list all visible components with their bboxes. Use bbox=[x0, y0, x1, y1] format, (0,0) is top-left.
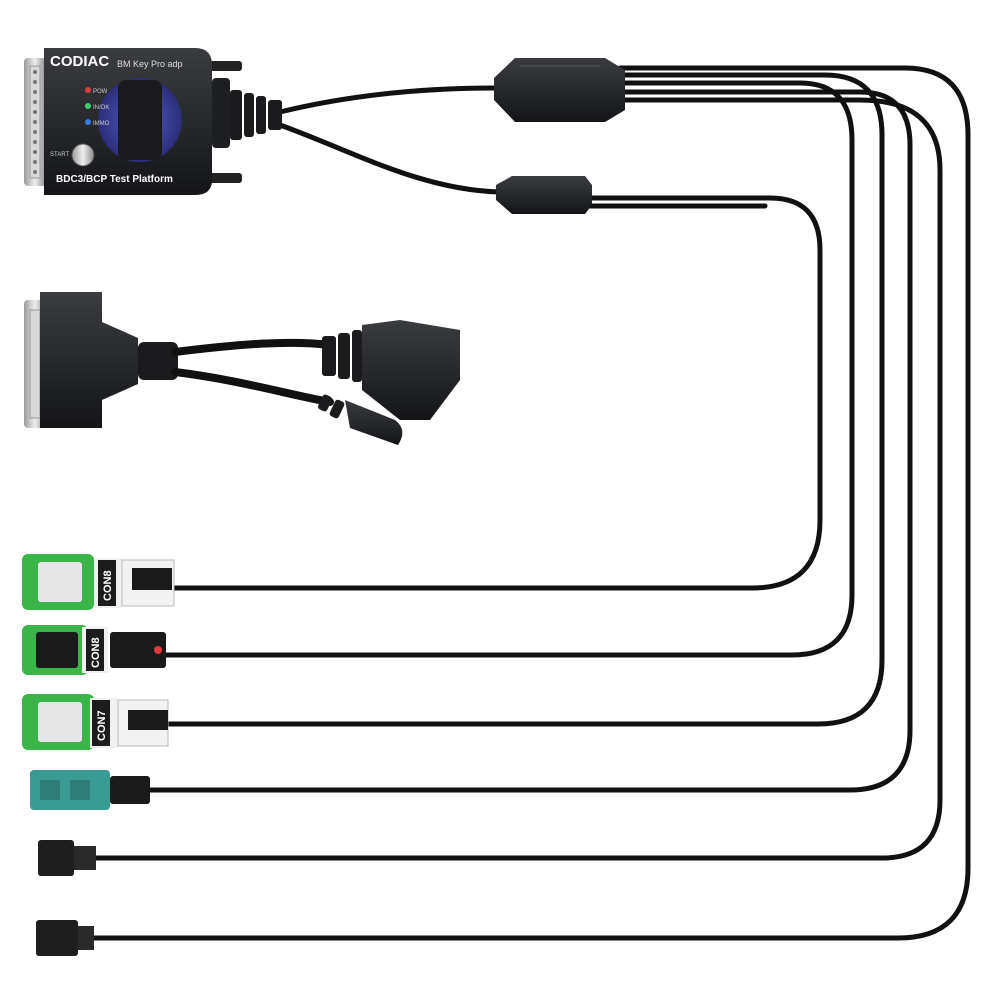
cable-adapter-to-splitter-upper bbox=[277, 85, 498, 115]
led-label-immo: IMMO bbox=[93, 121, 110, 127]
cable-con-1 bbox=[172, 195, 823, 591]
cable-con-3 bbox=[165, 72, 885, 727]
connector-row-3: CON7 bbox=[22, 694, 169, 750]
cable-con-4 bbox=[147, 89, 913, 793]
model-label: BM Key Pro adp bbox=[117, 59, 183, 69]
start-label: START bbox=[50, 152, 69, 158]
bdc3-adapter: CODIAC BM Key Pro adp POW IN/OK IMMO STA… bbox=[24, 48, 282, 195]
cable-con-5 bbox=[92, 97, 943, 861]
cable-adapter-to-splitter-lower bbox=[277, 122, 503, 195]
connector-row-5 bbox=[38, 840, 96, 876]
brand-label: CODIAC bbox=[50, 53, 109, 70]
connector-row-6 bbox=[36, 920, 94, 956]
cable-con-6 bbox=[89, 65, 971, 941]
splitter-small bbox=[496, 176, 592, 214]
connector-row-1: CON8 bbox=[22, 554, 175, 610]
obd-y-cable bbox=[24, 292, 460, 445]
obd-connector bbox=[362, 320, 460, 420]
led-immo bbox=[85, 119, 91, 125]
dc-barrel bbox=[345, 400, 403, 445]
connector-label: CON7 bbox=[96, 710, 108, 741]
led-label-pow: POW bbox=[93, 89, 108, 95]
con-tag bbox=[98, 560, 116, 606]
start-button bbox=[71, 143, 95, 167]
splitter-large bbox=[494, 58, 625, 122]
connector-row-4 bbox=[30, 770, 150, 810]
led-inok bbox=[85, 103, 91, 109]
connector-label: CON8 bbox=[102, 570, 114, 601]
cable-con-2 bbox=[162, 80, 855, 658]
led-label-inok: IN/OK bbox=[93, 105, 109, 111]
platform-label: BDC3/BCP Test Platform bbox=[56, 174, 173, 185]
cable-bundle bbox=[89, 65, 971, 941]
connector-row-2: CON8 bbox=[22, 625, 166, 675]
connector-label: CON8 bbox=[90, 637, 102, 668]
led-pow bbox=[85, 87, 91, 93]
